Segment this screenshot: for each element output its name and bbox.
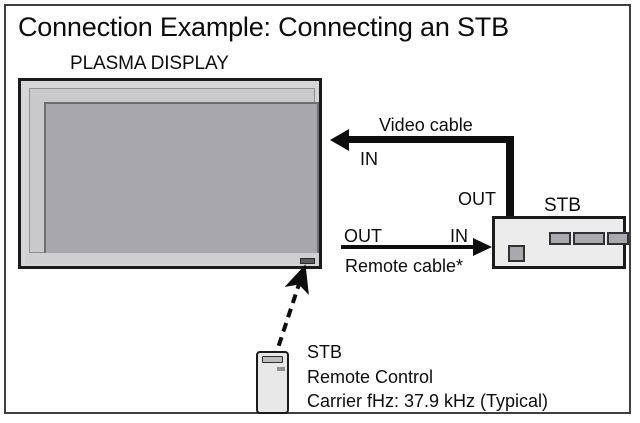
remote-cable-in-label: IN: [450, 226, 468, 246]
remote-control-caption-line3: Carrier fHz: 37.9 kHz (Typical): [307, 391, 549, 411]
remote-ir-emitter-icon: [262, 356, 283, 363]
video-cable-arrow-icon: [330, 129, 349, 151]
remote-control-caption-line2: Remote Control: [307, 367, 434, 387]
stb-slot: [549, 232, 571, 245]
ir-beam-arrow-icon: [272, 264, 309, 361]
stb-label: STB: [544, 195, 581, 216]
video-cable-out-label: OUT: [458, 189, 496, 209]
remote-control-caption-line1: STB: [307, 342, 343, 362]
stb-device: [492, 216, 629, 269]
stb-slot: [607, 232, 629, 245]
stb-remote-control: [256, 351, 289, 414]
remote-cable-line: [341, 245, 481, 249]
video-cable-in-label: IN: [360, 149, 378, 169]
display-base: [25, 253, 319, 264]
display-screen: [44, 102, 319, 257]
stb-slot-row: [549, 232, 629, 245]
stb-slot: [573, 232, 605, 245]
plasma-display-label: PLASMA DISPLAY: [70, 53, 229, 74]
remote-cable-arrow-icon: [473, 238, 492, 256]
remote-cable-label: Remote cable*: [345, 256, 464, 276]
ir-sensor-icon: [300, 258, 315, 264]
remote-cable-out-label: OUT: [344, 226, 382, 246]
stb-power-button-icon: [508, 245, 525, 262]
video-cable-vertical-segment: [506, 136, 514, 216]
plasma-display: [18, 78, 322, 269]
figure-title: Connection Example: Connecting an STB: [18, 12, 509, 42]
remote-key-icon: [277, 367, 285, 371]
video-cable-label: Video cable: [379, 115, 473, 135]
display-bezel: [29, 88, 319, 257]
video-cable-horizontal-segment: [344, 136, 514, 143]
